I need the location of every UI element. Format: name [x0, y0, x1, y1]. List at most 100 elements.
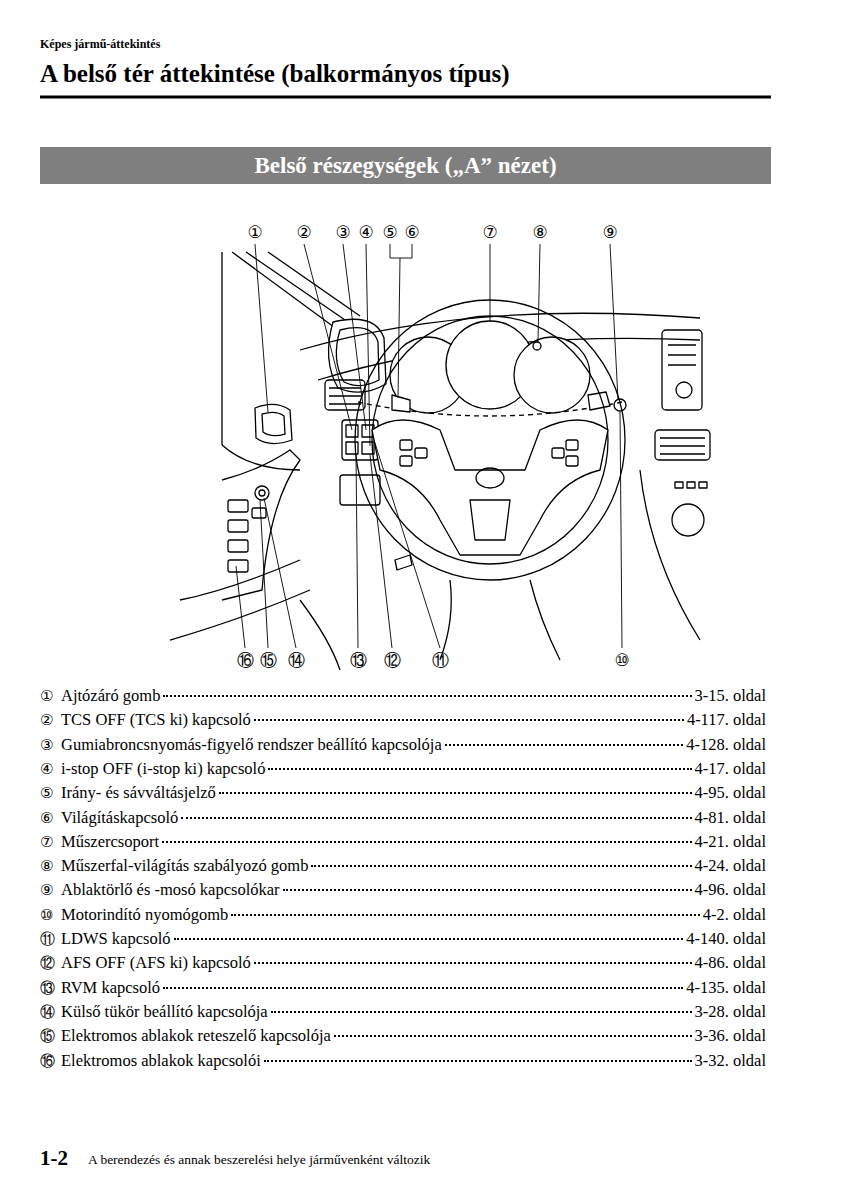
item-name: LDWS kapcsoló: [61, 929, 171, 949]
index-row: ⑮Elektromos ablakok reteszelő kapcsolója…: [40, 1026, 766, 1046]
item-number: ⑯: [40, 1052, 61, 1071]
page-reference: 4-2. oldal: [703, 905, 766, 925]
item-name: RVM kapcsoló: [61, 978, 160, 998]
index-row: ⑬RVM kapcsoló4-135. oldal: [40, 978, 766, 998]
item-name: TCS OFF (TCS ki) kapcsoló: [61, 710, 251, 730]
index-row: ⑯Elektromos ablakok kapcsolói 3-32. oldal: [40, 1051, 766, 1071]
item-name: Ajtózáró gomb: [61, 686, 160, 706]
page-reference: 4-117. oldal: [687, 710, 766, 730]
callout-number: ⑭: [288, 652, 305, 669]
callout-number: ⑦: [482, 224, 497, 241]
dot-leader: [271, 1011, 692, 1013]
page-reference: 4-24. oldal: [695, 856, 767, 876]
index-row: ②TCS OFF (TCS ki) kapcsoló 4-117. oldal: [40, 710, 766, 730]
callout-number: ⑯: [237, 652, 254, 669]
title-rule: [40, 96, 771, 99]
callout-number: ⑪: [432, 652, 449, 669]
callout-number: ⑨: [602, 224, 617, 241]
section-band: Belső részegységek („A” nézet): [40, 147, 771, 184]
index-row: ①Ajtózáró gomb 3-15. oldal: [40, 686, 766, 706]
item-number: ⑪: [40, 930, 61, 949]
page-reference: 4-96. oldal: [695, 880, 767, 900]
item-name: i-stop OFF (i-stop ki) kapcsoló: [61, 759, 265, 779]
item-number: ⑬: [40, 979, 61, 998]
callout-number: ⑥: [404, 224, 419, 241]
item-number: ⑭: [40, 1003, 61, 1022]
callout-number: ⑩: [614, 652, 629, 669]
callout-number: ⑬: [350, 652, 367, 669]
index-row: ⑦Műszercsoport4-21. oldal: [40, 832, 766, 852]
dot-leader: [264, 1060, 692, 1062]
leader-lines: [236, 244, 622, 648]
car-interior-drawing: [170, 252, 710, 670]
index-row: ⑩Motorindító nyomógomb4-2. oldal: [40, 905, 766, 925]
item-number: ⑥: [40, 809, 61, 827]
item-number: ④: [40, 760, 61, 778]
dot-leader: [162, 841, 691, 843]
index-row: ⑧Műszerfal-világítás szabályozó gomb 4-24…: [40, 856, 766, 876]
page-reference: 4-140. oldal: [686, 929, 766, 949]
index-row: ⑪LDWS kapcsoló 4-140. oldal: [40, 929, 766, 949]
dot-leader: [268, 768, 691, 770]
index-row: ⑥Világításkapcsoló 4-81. oldal: [40, 808, 766, 828]
callout-number: ⑫: [384, 652, 401, 669]
index-row: ③Gumiabroncsnyomás-figyelő rendszer beál…: [40, 735, 766, 755]
page-reference: 4-95. oldal: [695, 783, 767, 803]
page-reference: 4-21. oldal: [695, 832, 767, 852]
page-number: 1-2: [40, 1148, 68, 1169]
dot-leader: [181, 817, 691, 819]
dot-leader: [174, 938, 684, 940]
page-reference: 3-36. oldal: [695, 1026, 767, 1046]
page-reference: 3-15. oldal: [695, 686, 767, 706]
dot-leader: [231, 914, 699, 916]
callout-number: ⑮: [260, 652, 277, 669]
item-number: ⑩: [40, 906, 61, 924]
item-number: ②: [40, 711, 61, 729]
dot-leader: [219, 792, 692, 794]
page-reference: 4-81. oldal: [695, 808, 767, 828]
item-number: ⑦: [40, 833, 61, 851]
item-name: Elektromos ablakok reteszelő kapcsolója: [61, 1026, 331, 1046]
section-heading: Belső részegységek („A” nézet): [254, 153, 556, 179]
item-name: Elektromos ablakok kapcsolói: [61, 1051, 261, 1071]
dot-leader: [283, 889, 692, 891]
footer-note: A berendezés és annak beszerelési helye …: [88, 1153, 430, 1167]
dot-leader: [254, 962, 692, 964]
page-reference: 3-32. oldal: [695, 1051, 767, 1071]
dot-leader: [254, 719, 684, 721]
index-row: ⑭Külső tükör beállító kapcsolója3-28. ol…: [40, 1002, 766, 1022]
page-reference: 4-128. oldal: [686, 735, 766, 755]
callout-number: ①: [247, 224, 262, 241]
callout-number: ③: [335, 224, 350, 241]
dot-leader: [334, 1035, 692, 1037]
index-row: ⑨Ablaktörlő és -mosó kapcsolókar 4-96. ol…: [40, 880, 766, 900]
item-name: Ablaktörlő és -mosó kapcsolókar: [61, 880, 280, 900]
item-name: AFS OFF (AFS ki) kapcsoló: [61, 953, 251, 973]
callout-number: ②: [296, 224, 311, 241]
page-reference: 4-86. oldal: [695, 953, 767, 973]
dot-leader: [163, 987, 683, 989]
page-title: A belső tér áttekintése (balkormányos tí…: [40, 60, 510, 88]
item-number: ①: [40, 687, 61, 705]
item-number: ⑨: [40, 881, 61, 899]
page-reference: 4-17. oldal: [695, 759, 767, 779]
item-name: Irány- és sávváltásjelző: [61, 783, 216, 803]
item-number: ⑧: [40, 857, 61, 875]
callout-number: ⑤: [382, 224, 397, 241]
callout-number: ④: [358, 224, 373, 241]
item-name: Gumiabroncsnyomás-figyelő rendszer beáll…: [61, 735, 442, 755]
dot-leader: [311, 865, 691, 867]
index-row: ⑫AFS OFF (AFS ki) kapcsoló 4-86. oldal: [40, 953, 766, 973]
item-name: Világításkapcsoló: [61, 808, 178, 828]
callout-number: ⑧: [532, 224, 547, 241]
dot-leader: [163, 695, 691, 697]
item-name: Műszerfal-világítás szabályozó gomb: [61, 856, 308, 876]
item-number: ③: [40, 736, 61, 754]
item-number: ⑫: [40, 954, 61, 973]
index-row: ⑤Irány- és sávváltásjelző 4-95. oldal: [40, 783, 766, 803]
item-number: ⑮: [40, 1027, 61, 1046]
section-header: Képes jármű-áttekintés: [40, 38, 160, 50]
index-row: ④i-stop OFF (i-stop ki) kapcsoló 4-17. ol…: [40, 759, 766, 779]
item-number: ⑤: [40, 784, 61, 802]
dot-leader: [445, 744, 683, 746]
